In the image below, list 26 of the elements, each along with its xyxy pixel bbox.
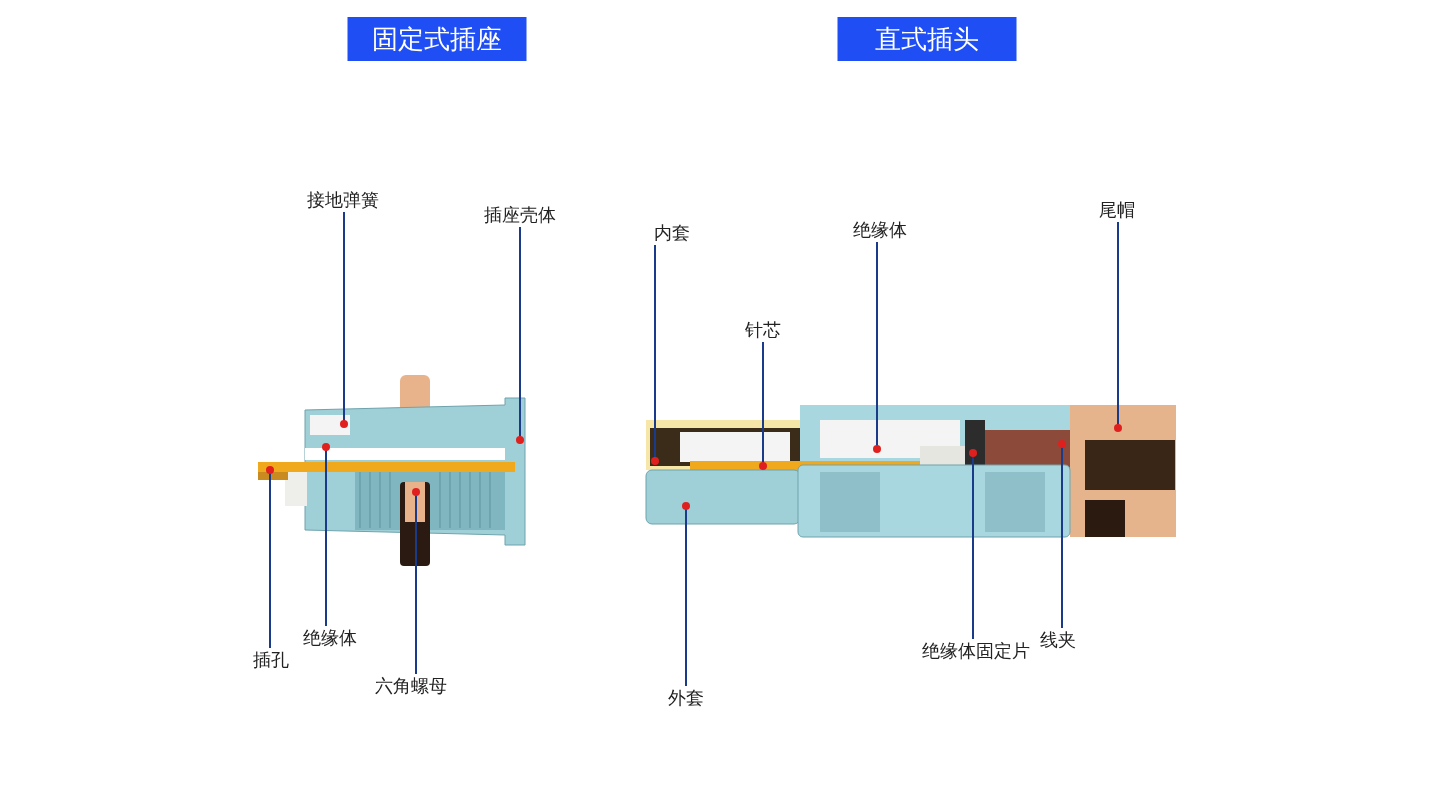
part-label: 绝缘体固定片 (922, 640, 1030, 662)
part-label: 插孔 (253, 649, 289, 671)
part-label: 内套 (654, 222, 690, 244)
section-heading: 直式插头 (837, 17, 1017, 61)
part-label: 插座壳体 (484, 204, 556, 226)
part-label: 针芯 (745, 319, 781, 341)
leader-line (873, 241, 881, 453)
leader-line (682, 502, 690, 687)
leader-line (340, 211, 348, 428)
part-label: 接地弹簧 (307, 189, 379, 211)
part-label: 尾帽 (1099, 199, 1135, 221)
leader-line (1114, 221, 1122, 432)
part-label: 外套 (668, 687, 704, 709)
leader-line (322, 443, 330, 627)
leader-line (759, 341, 767, 470)
part-label: 六角螺母 (375, 675, 447, 697)
section-heading: 固定式插座 (347, 17, 527, 61)
leader-line (516, 226, 524, 444)
part-label: 绝缘体 (853, 219, 907, 241)
part-label: 绝缘体 (303, 627, 357, 649)
part-label: 线夹 (1040, 629, 1076, 651)
leader-line (969, 449, 977, 640)
leader-line (1058, 440, 1066, 629)
leader-line (651, 244, 659, 465)
leader-line (266, 466, 274, 649)
leader-line (412, 488, 420, 675)
